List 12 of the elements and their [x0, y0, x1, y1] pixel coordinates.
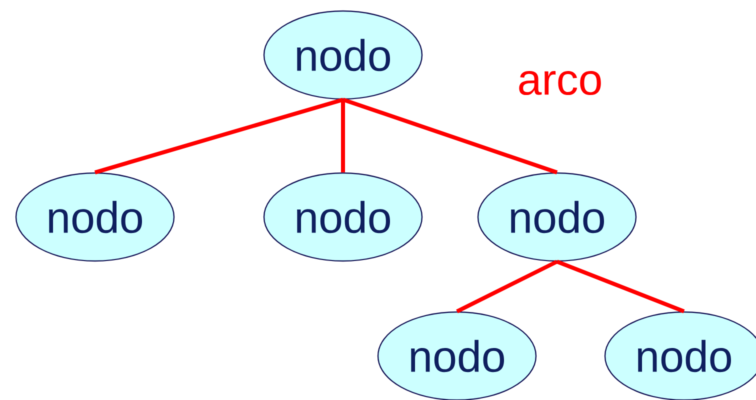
tree-edge — [342, 98, 558, 174]
tree-node: nodo — [477, 172, 637, 262]
tree-node: nodo — [263, 172, 423, 262]
tree-edge — [94, 98, 344, 174]
tree-edge — [556, 260, 685, 314]
tree-node: nodo — [604, 311, 756, 400]
tree-edge — [340, 100, 346, 172]
tree-node: nodo — [377, 311, 537, 400]
tree-node: nodo — [263, 10, 423, 100]
tree-edge — [456, 260, 558, 314]
edge-caption: arco — [519, 70, 601, 96]
tree-node: nodo — [15, 172, 175, 262]
